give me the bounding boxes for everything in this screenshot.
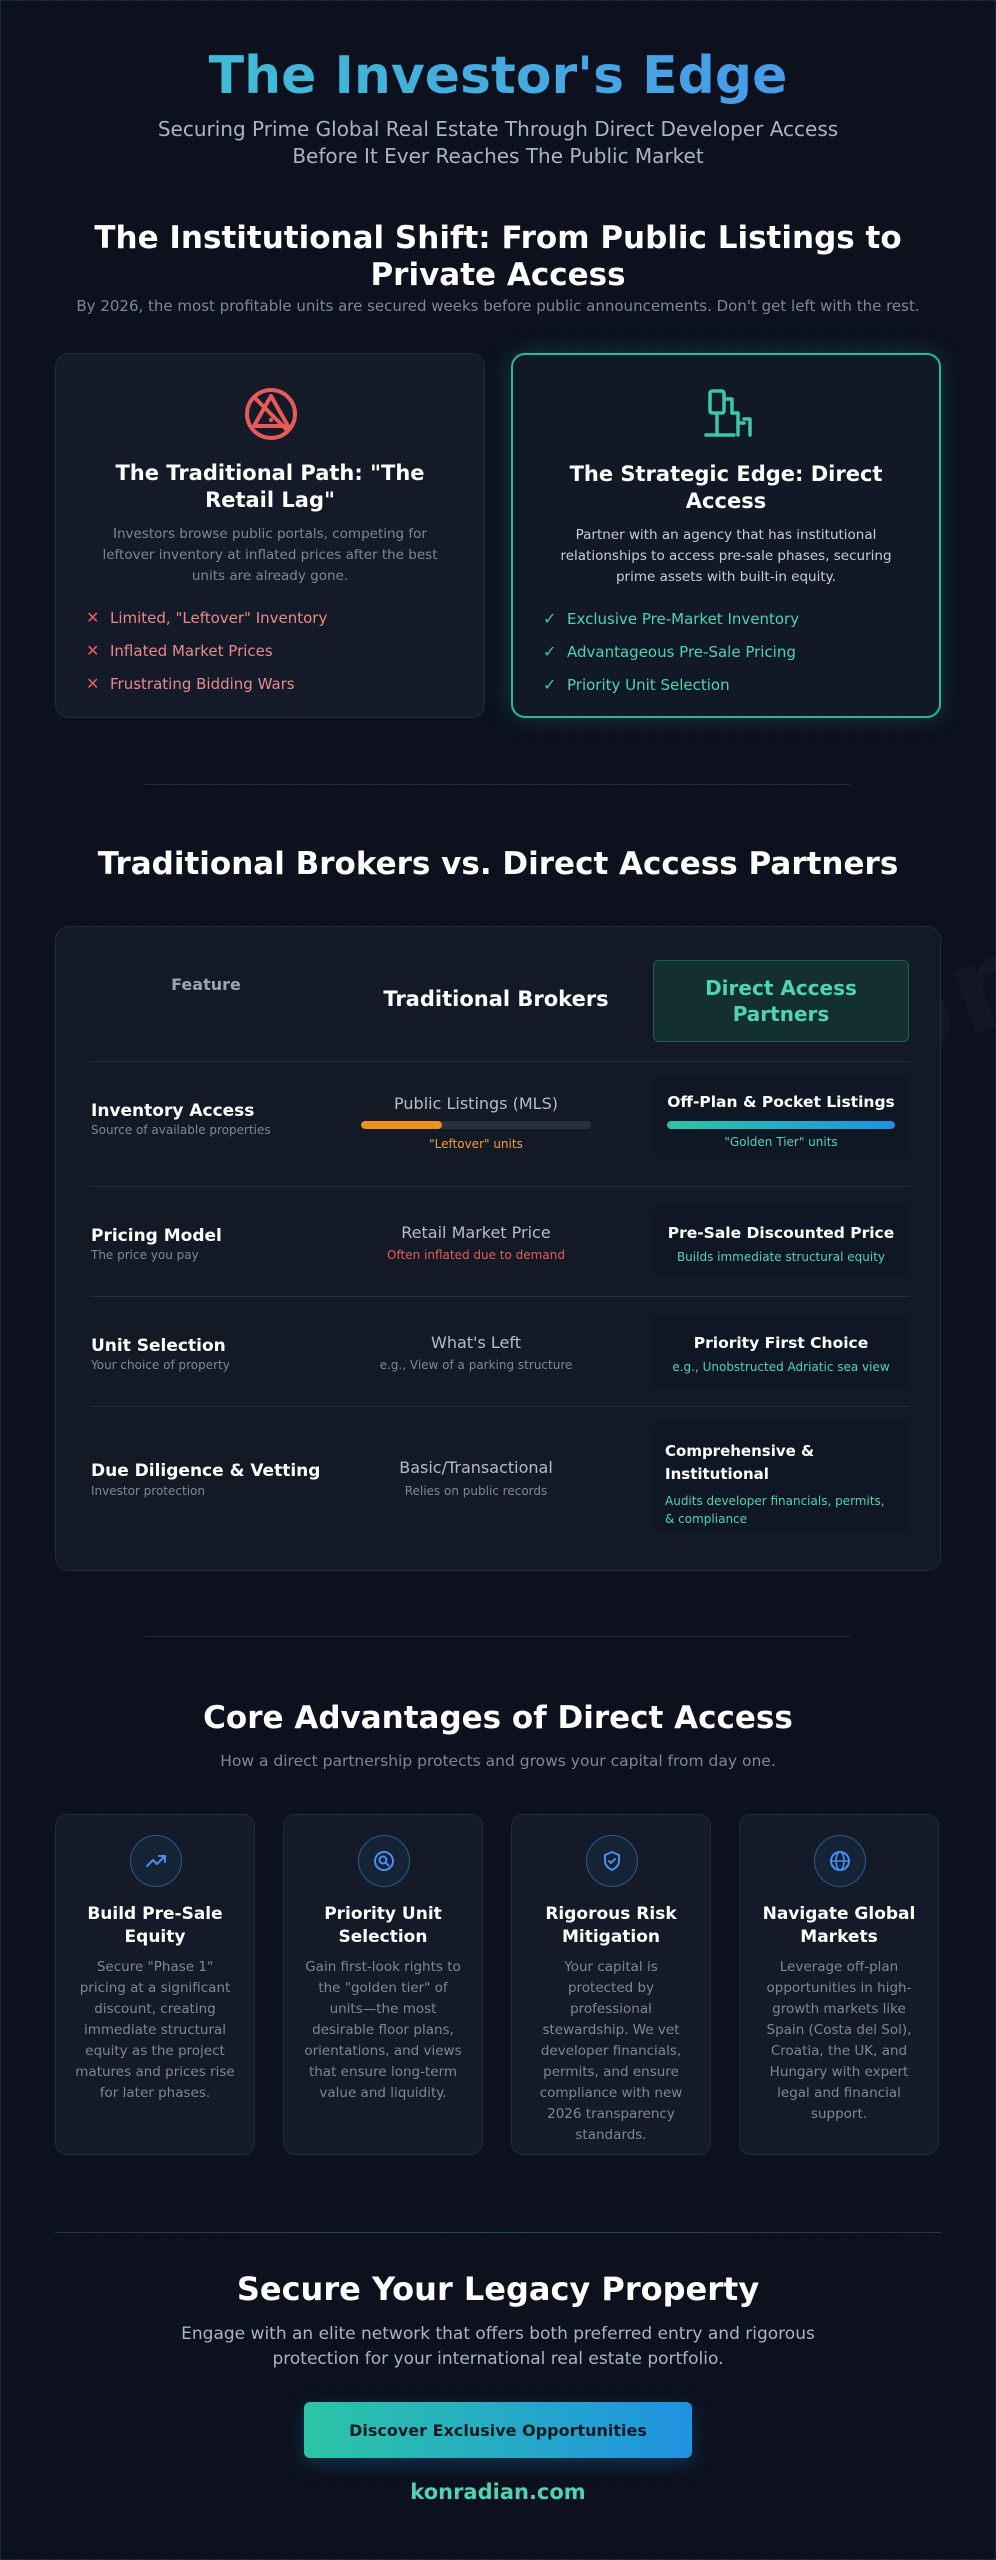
row-divider xyxy=(91,1406,909,1407)
traditional-note: e.g., View of a parking structure xyxy=(379,1358,573,1372)
check-icon: ✓ xyxy=(543,642,557,661)
advantage-title: Build Pre-Sale Equity xyxy=(87,1904,223,1947)
row-divider xyxy=(91,1186,909,1187)
direct-inventory-bar-fill xyxy=(667,1121,895,1129)
advantage-title: Priority Unit Selection xyxy=(324,1904,442,1947)
website-link[interactable]: konradian.com xyxy=(410,2480,586,2504)
advantage-card-equity: Build Pre-Sale Equity Secure "Phase 1" p… xyxy=(55,1814,255,2155)
traditional-note: Often inflated due to demand xyxy=(387,1248,565,1262)
feature-name: Inventory Access xyxy=(91,1101,255,1121)
cta-divider xyxy=(55,2232,941,2233)
advantage-description: Secure "Phase 1" pricing at a significan… xyxy=(75,1959,235,2101)
cta-title: Secure Your Legacy Property xyxy=(236,2270,760,2308)
list-item: ✕Frustrating Bidding Wars xyxy=(86,674,295,693)
feature-name: Unit Selection xyxy=(91,1336,226,1356)
advantage-description: Your capital is protected by professiona… xyxy=(539,1959,683,2143)
comparison-title: Traditional Brokers vs. Direct Access Pa… xyxy=(97,846,899,882)
direct-cell: Comprehensive & Institutional Audits dev… xyxy=(653,1422,909,1534)
direct-note: Builds immediate structural equity xyxy=(676,1250,886,1264)
advantage-card-global: Navigate Global Markets Leverage off-pla… xyxy=(739,1814,939,2155)
table-row: Pricing Model The price you pay Retail M… xyxy=(91,1186,909,1296)
advantages-subtitle: How a direct partnership protects and gr… xyxy=(220,1752,776,1770)
row-divider xyxy=(91,1061,909,1062)
advantage-title: Navigate Global Markets xyxy=(762,1904,916,1947)
advantage-description: Leverage off-plan opportunities in high-… xyxy=(766,1959,912,2122)
discover-opportunities-button[interactable]: Discover Exclusive Opportunities xyxy=(304,2402,692,2458)
list-item: ✓Priority Unit Selection xyxy=(543,675,730,694)
cta-subtitle: Engage with an elite network that offers… xyxy=(181,2324,815,2369)
advantage-card-priority: Priority Unit Selection Gain first-look … xyxy=(283,1814,483,2155)
feature-subtitle: Investor protection xyxy=(91,1484,205,1498)
alert-icon xyxy=(245,388,297,440)
strategic-path-description: Partner with an agency that has institut… xyxy=(560,527,892,585)
list-item: ✓Exclusive Pre-Market Inventory xyxy=(543,609,800,628)
advantage-description: Gain first-look rights to the "golden ti… xyxy=(304,1959,462,2101)
shift-section-subtitle: By 2026, the most profitable units are s… xyxy=(76,297,920,315)
direct-value: Pre-Sale Discounted Price xyxy=(667,1224,895,1242)
advantage-title: Rigorous Risk Mitigation xyxy=(545,1904,677,1947)
direct-cell: Pre-Sale Discounted Price Builds immedia… xyxy=(653,1206,909,1278)
strategic-path-title: The Strategic Edge: Direct Access xyxy=(569,462,883,513)
traditional-value: What's Left xyxy=(431,1333,521,1352)
page-subtitle-line-2: Before It Ever Reaches The Public Market xyxy=(292,144,704,168)
direct-value: Priority First Choice xyxy=(693,1334,869,1352)
direct-note: Audits developer financials, permits, & … xyxy=(665,1494,885,1526)
access-icon xyxy=(704,389,752,437)
feature-subtitle: The price you pay xyxy=(91,1248,199,1262)
globe-icon xyxy=(814,1835,866,1887)
direct-note: "Golden Tier" units xyxy=(724,1135,838,1149)
list-item: ✕Limited, "Leftover" Inventory xyxy=(86,608,328,627)
trending-up-icon xyxy=(130,1835,182,1887)
feature-name: Due Diligence & Vetting xyxy=(91,1461,321,1481)
feature-subtitle: Source of available properties xyxy=(91,1123,271,1137)
shift-section-title: The Institutional Shift: From Public Lis… xyxy=(94,220,902,293)
x-icon: ✕ xyxy=(86,641,100,660)
table-row: Due Diligence & Vetting Investor protect… xyxy=(91,1406,909,1546)
x-icon: ✕ xyxy=(86,608,100,627)
direct-value: Comprehensive & Institutional xyxy=(665,1442,815,1483)
direct-note: e.g., Unobstructed Adriatic sea view xyxy=(672,1360,890,1374)
advantages-title: Core Advantages of Direct Access xyxy=(203,1700,793,1736)
traditional-note: "Leftover" units xyxy=(429,1137,523,1151)
section-divider xyxy=(145,784,851,785)
traditional-path-title: The Traditional Path: "The Retail Lag" xyxy=(115,461,425,512)
strategic-path-list: ✓Exclusive Pre-Market Inventory ✓Advanta… xyxy=(543,602,909,701)
strategic-path-card: The Strategic Edge: Direct Access Partne… xyxy=(511,353,941,718)
traditional-path-card: The Traditional Path: "The Retail Lag" I… xyxy=(55,353,485,718)
traditional-path-list: ✕Limited, "Leftover" Inventory ✕Inflated… xyxy=(86,601,454,700)
page-title: The Investor's Edge xyxy=(0,46,996,106)
search-icon xyxy=(358,1835,410,1887)
table-row: Inventory Access Source of available pro… xyxy=(91,1061,909,1171)
list-item: ✓Advantageous Pre-Sale Pricing xyxy=(543,642,796,661)
traditional-inventory-bar xyxy=(361,1121,591,1129)
traditional-note: Relies on public records xyxy=(404,1484,548,1498)
traditional-value: Basic/Transactional xyxy=(399,1458,553,1477)
direct-cell: Priority First Choice e.g., Unobstructed… xyxy=(653,1316,909,1388)
row-divider xyxy=(91,1296,909,1297)
direct-value: Off-Plan & Pocket Listings xyxy=(667,1093,895,1111)
feature-name: Pricing Model xyxy=(91,1226,222,1246)
list-item: ✕Inflated Market Prices xyxy=(86,641,273,660)
column-header-feature: Feature xyxy=(171,975,241,994)
column-header-traditional: Traditional Brokers xyxy=(383,987,609,1011)
feature-subtitle: Your choice of property xyxy=(91,1358,230,1372)
direct-cell: Off-Plan & Pocket Listings "Golden Tier"… xyxy=(653,1075,909,1159)
advantage-card-risk: Rigorous Risk Mitigation Your capital is… xyxy=(511,1814,711,2155)
check-icon: ✓ xyxy=(543,609,557,628)
traditional-inventory-bar-fill xyxy=(361,1121,442,1129)
page-subtitle: Securing Prime Global Real Estate Throug… xyxy=(100,116,896,170)
page-subtitle-line-1: Securing Prime Global Real Estate Throug… xyxy=(157,117,839,141)
column-header-direct: Direct Access Partners xyxy=(653,960,909,1042)
x-icon: ✕ xyxy=(86,674,100,693)
direct-inventory-bar xyxy=(667,1121,895,1129)
traditional-path-description: Investors browse public portals, competi… xyxy=(102,526,438,584)
shield-check-icon xyxy=(586,1835,638,1887)
check-icon: ✓ xyxy=(543,675,557,694)
comparison-table: Feature Traditional Brokers Direct Acces… xyxy=(55,926,941,1571)
traditional-value: Retail Market Price xyxy=(401,1223,551,1242)
section-divider xyxy=(145,1636,851,1637)
traditional-value: Public Listings (MLS) xyxy=(394,1094,558,1113)
table-row: Unit Selection Your choice of property W… xyxy=(91,1296,909,1406)
